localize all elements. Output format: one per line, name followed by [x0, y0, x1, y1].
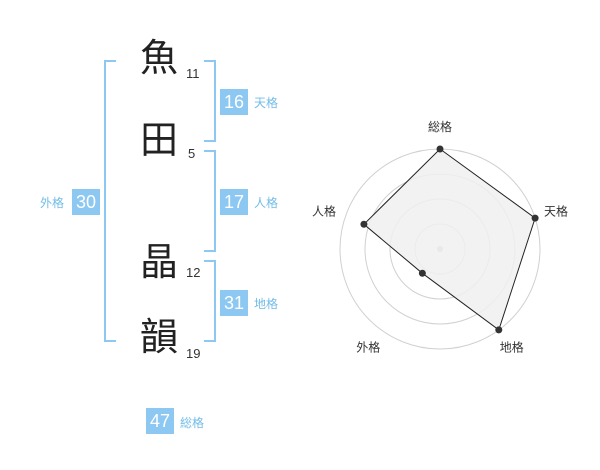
stroke-count-2: 5 — [188, 146, 196, 161]
gaikaku-label: 外格 — [40, 196, 65, 210]
radar-point-2 — [531, 214, 539, 222]
stroke-count-1: 11 — [186, 66, 200, 81]
jinkaku-value: 17 — [220, 189, 248, 215]
jinkaku-label: 人格 — [254, 196, 279, 210]
radar-axis-label-3: 地格 — [500, 340, 524, 355]
chikaku-value: 31 — [220, 290, 248, 316]
name-char-2: 田 — [140, 118, 179, 162]
tenkaku-value: 16 — [220, 89, 248, 115]
radar-point-3 — [495, 326, 503, 334]
radar-point-4 — [418, 269, 426, 277]
jinkaku-bracket — [204, 150, 216, 252]
soukaku-value: 47 — [146, 408, 174, 434]
name-char-4: 韻 — [140, 315, 179, 359]
stroke-count-4: 19 — [186, 346, 201, 361]
radar-axis-label-2: 天格 — [544, 203, 568, 218]
tenkaku-bracket — [204, 60, 216, 142]
name-char-1: 魚 — [140, 36, 179, 80]
radar-axis-label-4: 外格 — [356, 340, 380, 355]
radar-series-area — [363, 148, 536, 331]
radar-axis-label-1: 総格 — [428, 119, 452, 134]
gaikaku-value: 30 — [72, 189, 100, 215]
gaikaku-bracket — [104, 60, 116, 342]
chikaku-label: 地格 — [254, 297, 279, 311]
chikaku-bracket — [204, 260, 216, 342]
stroke-count-3: 12 — [186, 265, 201, 280]
soukaku-label: 総格 — [180, 416, 205, 430]
radar-point-1 — [436, 145, 444, 153]
radar-axis-label-5: 人格 — [312, 203, 336, 218]
tenkaku-label: 天格 — [254, 96, 279, 110]
name-char-3: 晶 — [140, 240, 179, 284]
radar-point-5 — [360, 220, 368, 228]
